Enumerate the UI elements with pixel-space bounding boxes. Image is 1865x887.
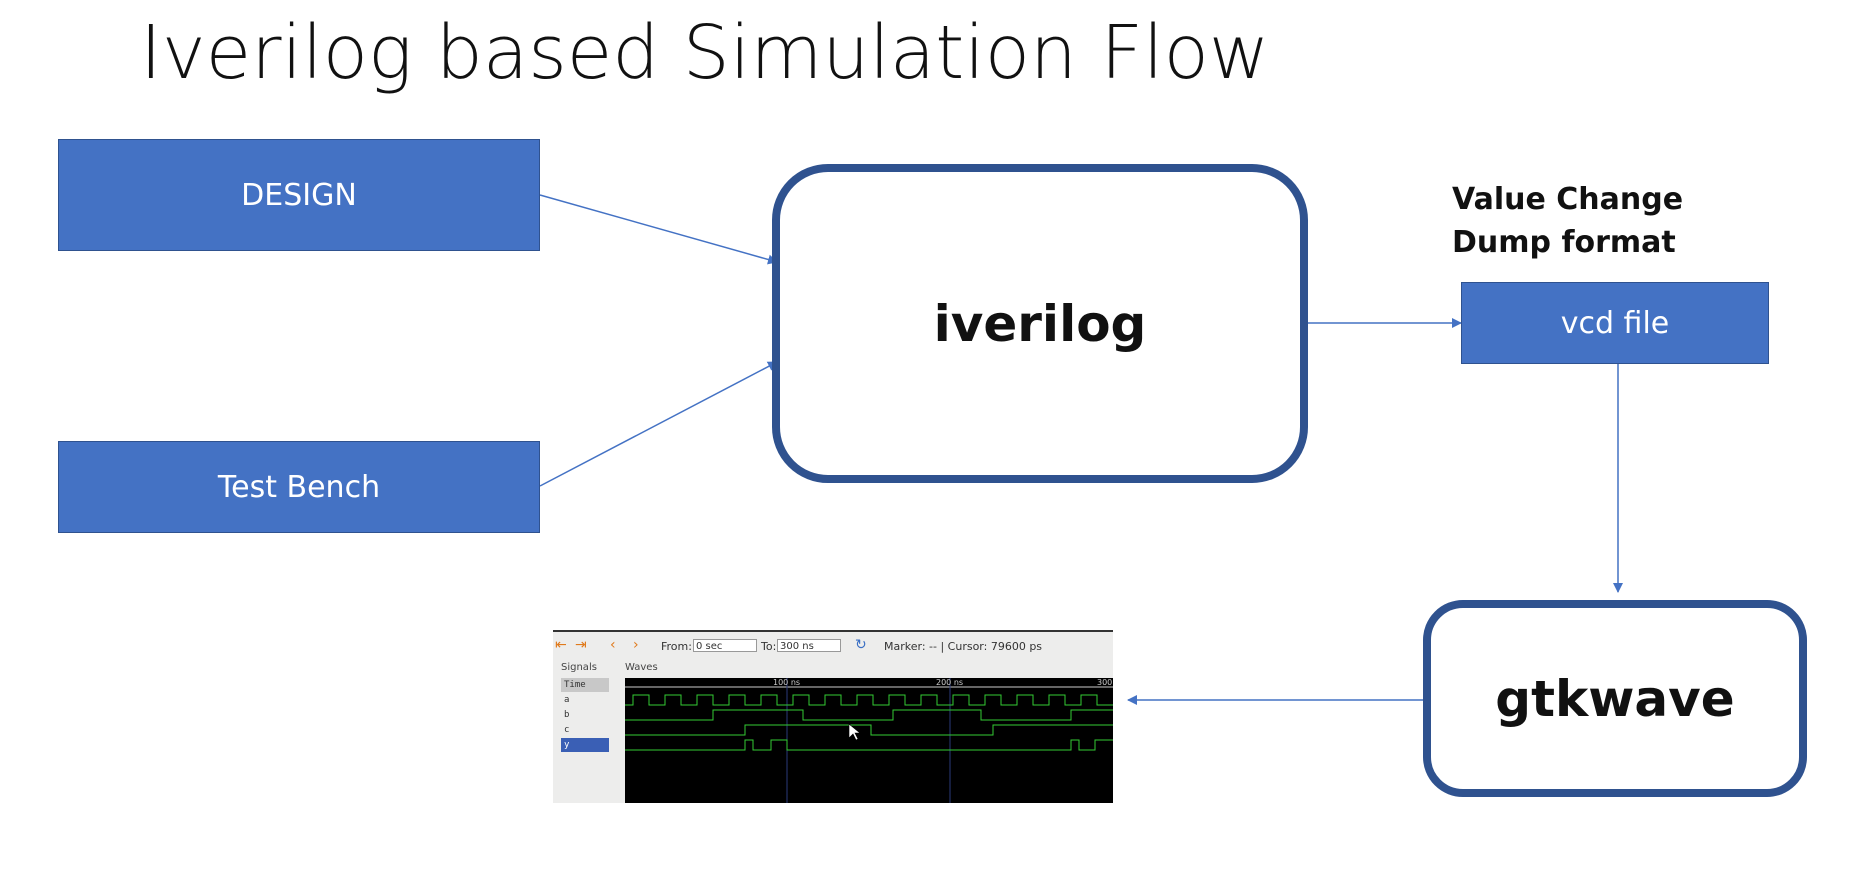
waves-header: Waves [625,662,658,673]
from-field[interactable]: 0 sec [693,639,757,652]
next-icon[interactable]: › [633,637,639,653]
zoom-in-icon[interactable]: ⇥ [575,637,587,653]
zoom-fit-icon[interactable]: ⇤ [555,637,567,653]
arrow-testbench-to-iverilog [539,361,778,487]
prev-icon[interactable]: ‹ [610,637,616,653]
arrow-design-to-iverilog [539,194,778,265]
wave-y [625,739,1113,751]
iverilog-box: iverilog [772,164,1308,483]
gtkwave-screenshot: ⇤ ⇥ ‹ › From: 0 sec To: 300 ns ↻ Marker:… [553,630,1113,803]
time-tick-100: 100 ns [773,678,800,687]
signals-panel: Signals Time a b c y [561,662,621,803]
gtkwave-box: gtkwave [1423,600,1807,797]
mouse-pointer-icon [848,723,861,741]
signal-c[interactable]: c [564,725,570,735]
wave-b [625,709,1113,721]
waveform-view: 100 ns 200 ns 300 [625,678,1113,803]
to-label: To: [761,640,777,653]
signals-header: Signals [561,662,597,673]
vcd-file-box: vcd file [1461,282,1769,364]
gtkwave-toolbar: ⇤ ⇥ ‹ › From: 0 sec To: 300 ns ↻ Marker:… [553,632,1113,658]
reload-icon[interactable]: ↻ [855,637,867,653]
signal-time[interactable]: Time [561,678,609,692]
slide-title: Iverilog based Simulation Flow [140,10,1270,96]
testbench-box: Test Bench [58,441,540,533]
signal-y[interactable]: y [561,738,609,752]
to-field[interactable]: 300 ns [777,639,841,652]
marker-cursor-readout: Marker: -- | Cursor: 79600 ps [884,640,1043,653]
signal-b[interactable]: b [564,710,570,720]
wave-a [625,694,1113,706]
wave-c [625,724,1113,736]
time-tick-200: 200 ns [936,678,963,687]
from-label: From: [661,640,692,653]
design-box: DESIGN [58,139,540,251]
time-tick-300: 300 [1097,678,1112,687]
vcd-format-label: Value Change Dump format [1452,182,1684,260]
waves-panel[interactable]: 100 ns 200 ns 300 [625,678,1113,803]
signal-a[interactable]: a [564,695,570,705]
